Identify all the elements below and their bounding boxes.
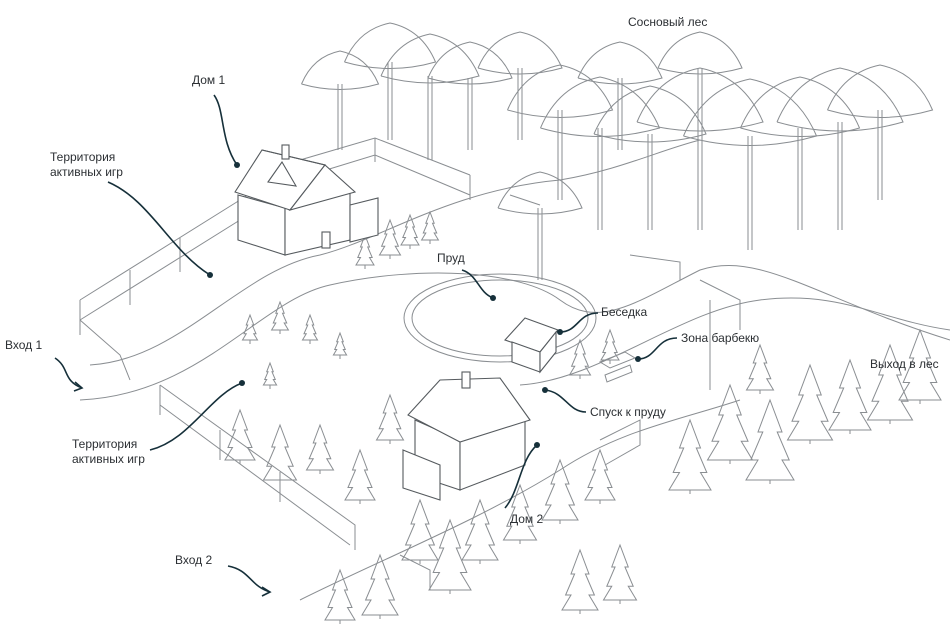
leader-pond (461, 269, 494, 299)
spruce-tree (262, 423, 298, 484)
spruce-tree (270, 300, 290, 334)
leader-bbq (637, 337, 678, 360)
spruce-tree (541, 458, 579, 524)
gazebo (504, 317, 559, 374)
entrance2-arrow (227, 565, 271, 593)
label-pond: Пруд (437, 251, 465, 265)
spruce-tree (378, 218, 402, 259)
leader-play1 (107, 181, 211, 276)
label-forest-exit: Выход в лес (870, 357, 939, 371)
spruce-tree (602, 543, 638, 604)
spruce-tree (706, 383, 754, 464)
leader-gazebo (559, 312, 599, 333)
spruce-tree (224, 408, 256, 464)
house-1 (234, 144, 379, 256)
spruce-tree (600, 328, 620, 364)
spruce-tree (400, 213, 420, 249)
pine-tree (380, 33, 480, 160)
leader-play2 (149, 382, 243, 451)
label-house2: Дом 2 (510, 512, 544, 526)
spruce-tree (361, 553, 399, 619)
house-2 (402, 371, 531, 501)
spruce-tree (502, 483, 538, 544)
spruce-tree (584, 448, 616, 504)
pond-edge (403, 273, 597, 363)
label-line: Территория (50, 150, 116, 164)
spruce-tree (332, 331, 348, 359)
pine-tree (827, 64, 934, 200)
label-pine-forest: Сосновый лес (628, 15, 708, 29)
spruce-tree (428, 518, 472, 594)
spruce-tree (745, 343, 775, 394)
label-play-area-1: Территория активных игр (50, 150, 123, 180)
spruce-tree (786, 363, 834, 444)
spruce-tree (828, 358, 872, 434)
pine-tree (776, 67, 904, 230)
label-house1: Дом 1 (192, 73, 226, 87)
entrance1-arrow (54, 357, 83, 389)
pine-tree (427, 41, 513, 150)
pine-tree (477, 31, 563, 140)
label-entrance2: Вход 2 (175, 553, 213, 567)
leader-descent (544, 389, 587, 413)
pond (411, 279, 589, 357)
spruce-tree (355, 233, 375, 269)
label-line: активных игр (72, 452, 145, 466)
pine-tree (740, 76, 861, 230)
spruce-tree (401, 498, 439, 564)
spruce-trees (224, 210, 942, 624)
pine-tree (636, 67, 764, 230)
spruce-tree (241, 313, 259, 344)
spruce-tree (301, 313, 319, 344)
pine-tree (344, 22, 437, 140)
pine-tree (683, 78, 818, 250)
label-play-area-2: Территория активных игр (72, 437, 145, 467)
pine-tree (507, 64, 614, 200)
pine-tree (497, 171, 583, 280)
label-descent-to-pond: Спуск к пруду (590, 405, 666, 419)
spruce-tree (262, 361, 278, 389)
road (519, 297, 950, 386)
road (89, 139, 701, 366)
spruce-tree (561, 548, 599, 614)
bbq-benches (598, 351, 637, 383)
spruce-tree (305, 423, 335, 474)
spruce-tree (375, 393, 405, 444)
spruce-tree (324, 568, 356, 624)
spruce-tree (420, 210, 440, 244)
label-entrance1: Вход 1 (5, 338, 43, 352)
leader-house1 (213, 94, 238, 166)
spruce-tree (898, 328, 942, 404)
pine-tree (577, 41, 663, 150)
fence-forest-exit (509, 194, 741, 466)
pine-tree (540, 76, 661, 230)
spruce-tree (668, 418, 712, 494)
label-gazebo: Беседка (601, 305, 648, 319)
pine-tree (593, 85, 707, 230)
spruce-tree (344, 448, 376, 504)
pine-forest-area (301, 22, 934, 280)
road (299, 399, 741, 601)
spruce-tree (866, 343, 914, 424)
road (79, 265, 950, 401)
spruce-tree (461, 498, 499, 564)
leader-house2 (504, 444, 538, 509)
label-bbq-zone: Зона барбекю (681, 331, 760, 345)
pine-tree (657, 31, 743, 140)
spruce-tree (745, 398, 795, 484)
pine-tree (301, 50, 380, 150)
spruce-tree (568, 338, 592, 379)
label-line: Территория (72, 437, 138, 451)
label-line: активных игр (50, 165, 123, 179)
